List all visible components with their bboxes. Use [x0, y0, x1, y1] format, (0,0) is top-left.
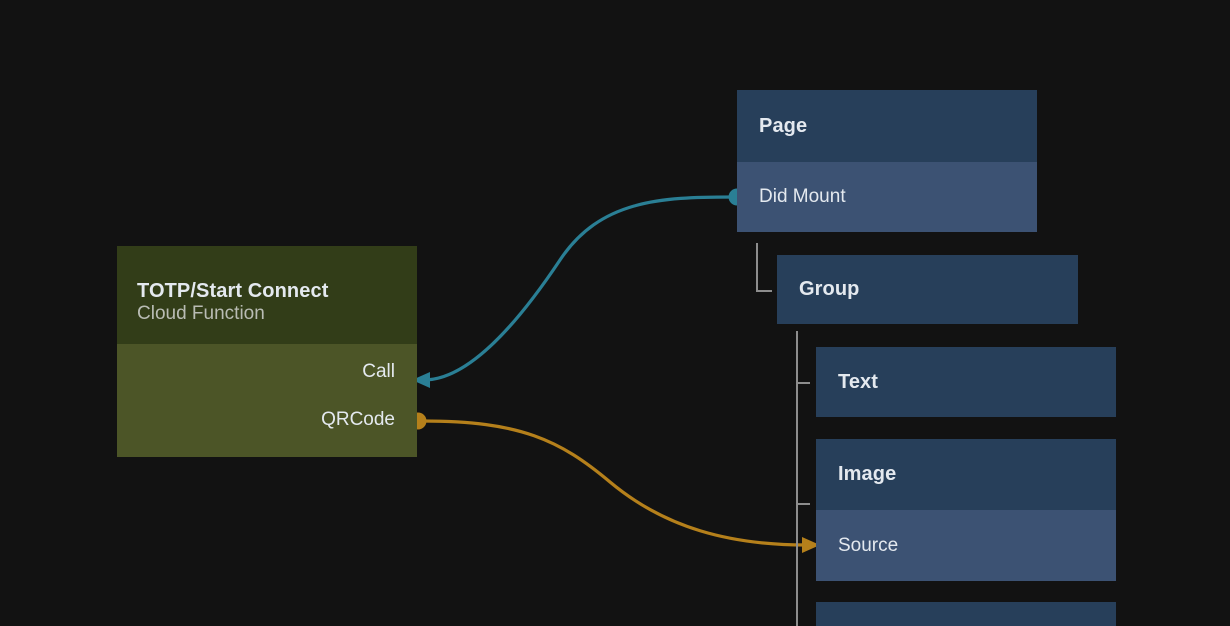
tree-line-page-to-group-vertical [756, 243, 758, 292]
edge-qrcode-to-source [409, 412, 820, 553]
node-image[interactable]: Image Source [816, 439, 1116, 581]
node-group-title: Group [799, 278, 860, 300]
port-label-qrcode: QRCode [321, 409, 395, 430]
node-page-title: Page [759, 114, 808, 137]
port-row-source[interactable]: Source [816, 510, 1116, 581]
port-label-source: Source [838, 534, 899, 556]
node-text[interactable]: Text [816, 347, 1116, 417]
tree-line-tick-image [796, 503, 810, 505]
node-cloud-function[interactable]: TOTP/Start Connect Cloud Function Call Q… [117, 246, 417, 457]
node-cloud-function-subtitle: Cloud Function [137, 303, 265, 325]
node-cloud-function-header: TOTP/Start Connect Cloud Function [117, 246, 417, 344]
port-row-did-mount[interactable]: Did Mount [737, 162, 1037, 232]
tree-line-group-children-spine [796, 331, 798, 626]
node-partial-bottom-header [816, 602, 1116, 626]
node-partial-bottom[interactable] [816, 602, 1116, 626]
node-text-header: Text [816, 347, 1116, 417]
tree-line-tick-text [796, 382, 810, 384]
port-row-call[interactable]: Call [117, 344, 417, 399]
tree-line-page-to-group-elbow [756, 290, 772, 292]
port-label-call: Call [362, 360, 395, 382]
port-label-did-mount: Did Mount [759, 186, 846, 207]
node-image-header: Image [816, 439, 1116, 510]
node-image-title: Image [838, 463, 897, 485]
node-page-header: Page [737, 90, 1037, 162]
node-group[interactable]: Group [777, 255, 1078, 324]
node-page[interactable]: Page Did Mount [737, 90, 1037, 232]
edge-did-mount-to-call [412, 188, 746, 388]
node-text-title: Text [838, 370, 879, 393]
port-row-qrcode[interactable]: QRCode [117, 399, 417, 441]
node-group-header: Group [777, 255, 1078, 324]
node-cloud-function-title: TOTP/Start Connect [137, 280, 329, 303]
